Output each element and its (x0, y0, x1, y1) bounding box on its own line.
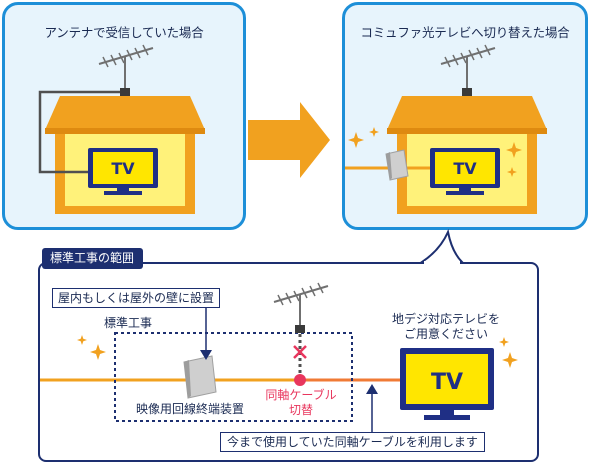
after-antenna-icon (440, 44, 496, 93)
after-tv-icon: TV (430, 148, 500, 195)
after-terminal-device-icon (385, 149, 409, 181)
sparkle-icon (369, 127, 379, 137)
disconnect-x-icon (293, 345, 307, 359)
coax-switch-line1: 同軸ケーブル (265, 388, 337, 402)
standard-work-label: 標準工事 (104, 316, 153, 330)
switch-point-icon (294, 374, 306, 386)
terminal-device-label: 映像用回線終端装置 (136, 402, 245, 416)
transition-arrow-icon (248, 102, 330, 178)
sparkle-icon (90, 344, 106, 360)
sparkle-icon (502, 352, 518, 368)
coax-switch-label: 同軸ケーブル 切替 (256, 388, 346, 418)
before-antenna-base (120, 88, 130, 96)
new-tv-icon: TV (400, 348, 494, 420)
before-roof (45, 96, 205, 130)
before-cable (38, 90, 120, 174)
standard-work-dotted-frame (114, 332, 353, 422)
before-house: TV (38, 44, 205, 214)
scope-tab: 標準工事の範囲 (42, 248, 144, 269)
old-antenna-icon (273, 282, 329, 331)
before-tv-label: TV (111, 159, 135, 178)
coax-switch-line2: 切替 (288, 403, 313, 417)
reuse-coax-callout: 今まで使用していた同軸ケーブルを利用します (220, 432, 485, 452)
tv-note: 地デジ対応テレビを ご用意ください (386, 312, 506, 342)
tv-note-line1: 地デジ対応テレビを (391, 312, 500, 326)
wall-install-callout: 屋内もしくは屋外の壁に設置 (52, 288, 221, 308)
after-house: TV (345, 44, 547, 214)
before-antenna-icon (98, 44, 154, 93)
terminal-device-icon (183, 355, 217, 399)
sparkle-icon (348, 132, 364, 148)
before-tv-icon: TV (88, 148, 158, 195)
reuse-arrow-icon (366, 384, 378, 394)
after-roof (387, 96, 547, 130)
after-tv-label: TV (453, 159, 477, 178)
tv-note-line2: ご用意ください (403, 327, 488, 341)
before-panel-title: アンテナで受信していた場合 (44, 25, 204, 40)
new-tv-label: TV (431, 370, 463, 395)
after-panel-title: コミュファ光テレビへ切り替えた場合 (360, 25, 570, 40)
bubble-tail (418, 228, 465, 263)
sparkle-icon (77, 335, 87, 345)
callout-arrow-icon (200, 350, 212, 360)
